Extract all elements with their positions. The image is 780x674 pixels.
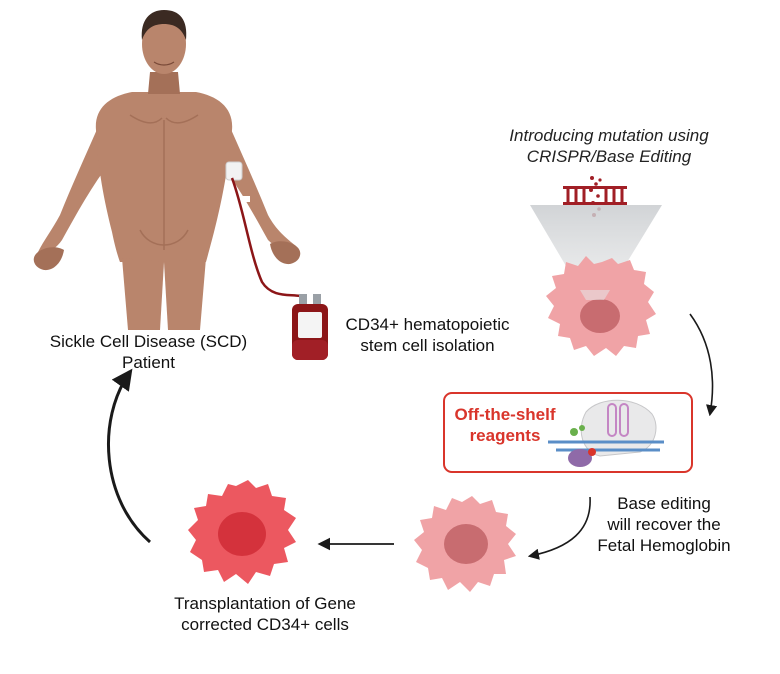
isolation-label-line-1: CD34+ hematopoietic xyxy=(345,315,510,334)
arrow-to-patient xyxy=(107,368,151,544)
arrow-to-reagents xyxy=(689,313,718,417)
stem-cell-bottom xyxy=(414,496,516,592)
crispr-dna-icon xyxy=(563,176,627,217)
crispr-label-line-2: CRISPR/Base Editing xyxy=(526,147,692,166)
corrected-cell xyxy=(188,480,296,584)
transplant-label-line-2: corrected CD34+ cells xyxy=(181,615,349,634)
reagents-label-line-1: Off-the-shelf xyxy=(454,405,556,424)
isolation-label: CD34+ hematopoietic stem cell isolation xyxy=(335,314,520,356)
base-editor-icon xyxy=(548,399,664,467)
reagents-label-line-2: reagents xyxy=(469,426,541,445)
crispr-label-line-1: Introducing mutation using xyxy=(509,126,709,145)
patient-label-line-2: Patient xyxy=(122,353,175,372)
patient-figure xyxy=(33,10,301,330)
base-editing-label-line-3: Fetal Hemoglobin xyxy=(597,536,731,555)
patient-label: Sickle Cell Disease (SCD) Patient xyxy=(16,331,281,373)
patient-label-line-1: Sickle Cell Disease (SCD) xyxy=(49,332,248,351)
transplant-label: Transplantation of Gene corrected CD34+ … xyxy=(140,593,390,635)
crispr-label: Introducing mutation using CRISPR/Base E… xyxy=(484,125,734,167)
base-editing-label-line-2: will recover the xyxy=(607,515,721,534)
reagents-label: Off-the-shelf reagents xyxy=(450,404,560,446)
stem-cell-top xyxy=(546,256,656,356)
arrow-to-cell xyxy=(527,496,591,560)
zoom-beam-overlay xyxy=(580,290,610,300)
blood-bag-icon xyxy=(292,294,328,360)
base-editing-label-line-1: Base editing xyxy=(617,494,711,513)
zoom-beam xyxy=(530,205,662,300)
base-editing-label: Base editing will recover the Fetal Hemo… xyxy=(584,493,744,556)
transplant-label-line-1: Transplantation of Gene xyxy=(174,594,356,613)
isolation-label-line-2: stem cell isolation xyxy=(360,336,495,355)
